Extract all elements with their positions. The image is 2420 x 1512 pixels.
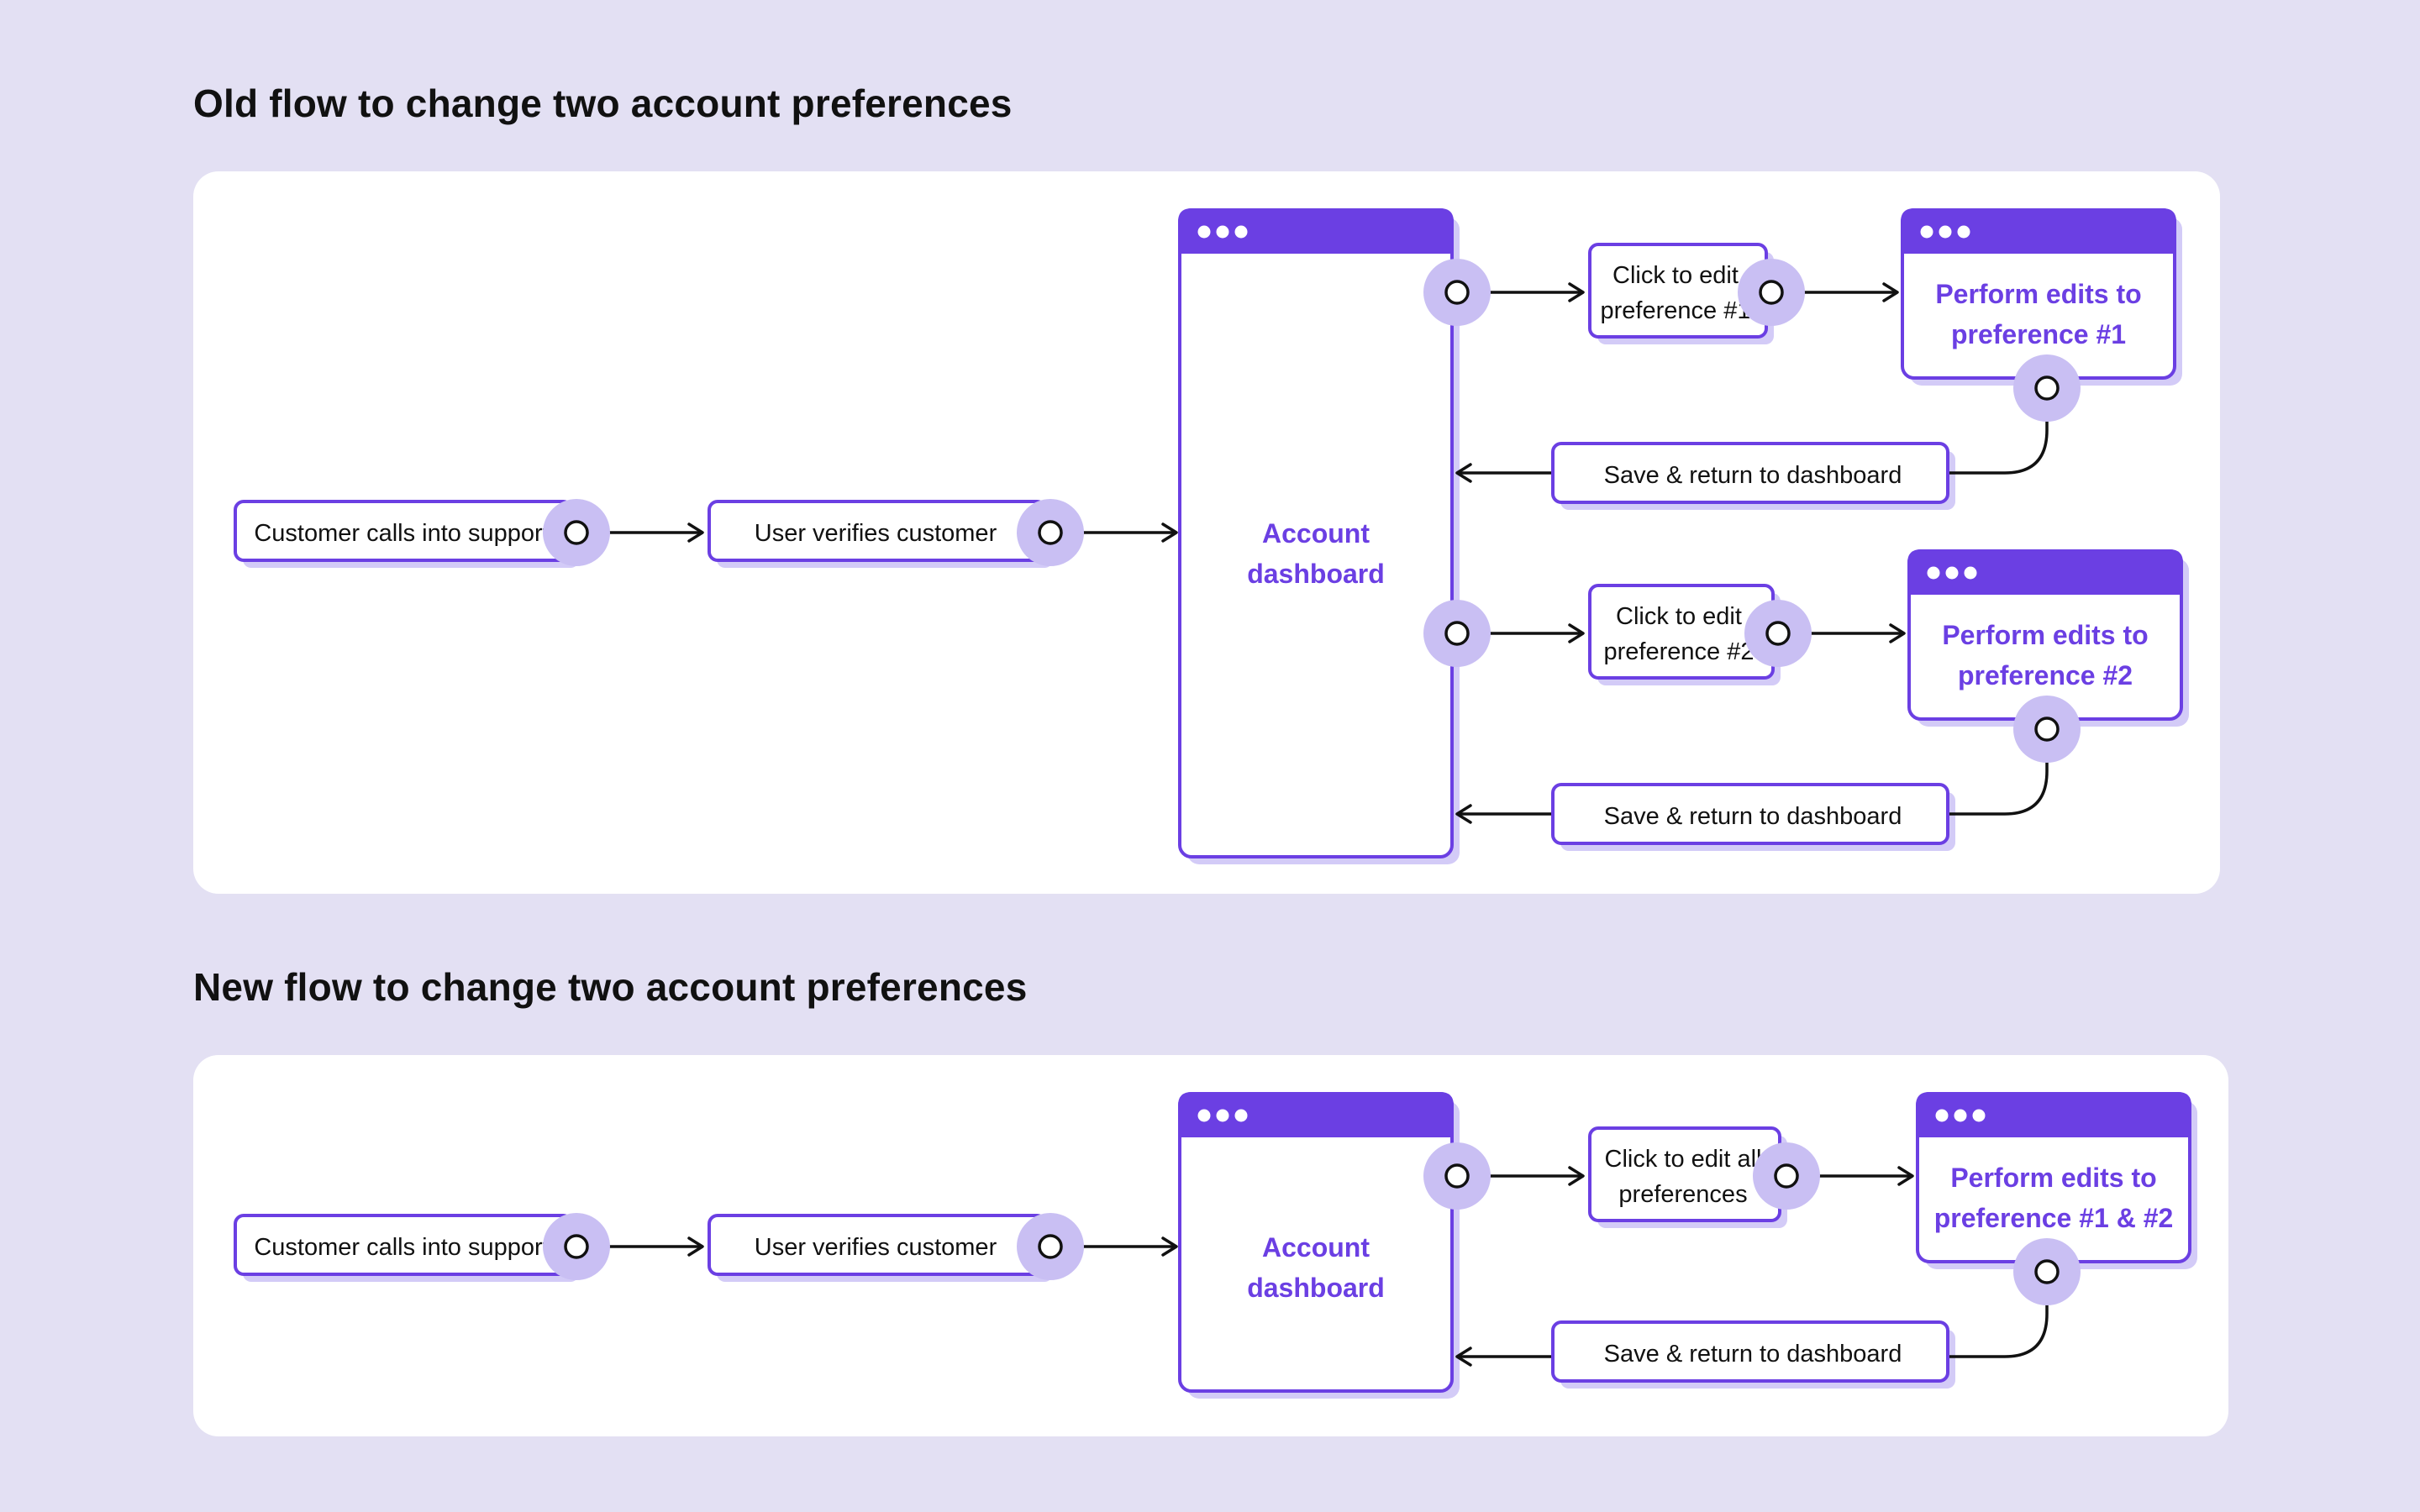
window-dot-icon: [1197, 1109, 1211, 1122]
new-port-dashboard: [1423, 1142, 1491, 1210]
old-port-perform1: [2013, 354, 2081, 422]
old-perform1-line1: Perform edits to: [1935, 279, 2141, 309]
old-save2-label: Save & return to dashboard: [1604, 803, 1902, 830]
new-account-dashboard-window: Account dashboard: [1178, 1092, 1460, 1399]
old-perform2-line1: Perform edits to: [1942, 620, 2148, 650]
new-flow-title: New flow to change two account preferenc…: [193, 965, 1028, 1009]
old-flow-title: Old flow to change two account preferenc…: [193, 81, 1013, 125]
old-curve-perform2-to-save2: [1949, 729, 2049, 816]
new-click-edit-all-preferences: Click to edit all preferences: [1588, 1126, 1787, 1228]
new-edit-line2: preferences: [1618, 1181, 1747, 1208]
old-account-dashboard-window: Account dashboard: [1178, 208, 1460, 864]
window-dot-icon: [1957, 225, 1970, 239]
old-port-edit2: [1744, 600, 1812, 667]
old-port-dashboard-1: [1423, 259, 1491, 326]
old-flow-diagram: Customer calls into support User verifie…: [234, 208, 2189, 864]
old-edit1-line1: Click to edit: [1612, 262, 1739, 289]
old-port-call: [543, 499, 610, 566]
old-perform2-line2: preference #2: [1958, 660, 2133, 690]
new-flow-diagram: Customer calls into support User verifie…: [234, 1092, 2197, 1399]
new-perform-line2: preference #1 & #2: [1934, 1203, 2174, 1233]
old-dashboard-label-line2: dashboard: [1247, 559, 1385, 589]
window-dot-icon: [1197, 225, 1211, 239]
window-dot-icon: [1939, 225, 1952, 239]
old-perform-edits-window-2: Perform edits to preference #2: [1907, 549, 2189, 727]
old-port-edit1: [1738, 259, 1805, 326]
old-edit2-line1: Click to edit: [1616, 603, 1742, 630]
new-flow-ports: [543, 1142, 2081, 1305]
old-click-edit-preference-2: Click to edit preference #2: [1588, 584, 1781, 685]
old-click-edit-preference-1: Click to edit preference #1: [1588, 243, 1774, 344]
old-perform1-line2: preference #1: [1951, 319, 2126, 349]
old-step-user-verifies: User verifies customer: [708, 500, 1053, 568]
new-save-return: Save & return to dashboard: [1551, 1320, 1955, 1389]
window-dot-icon: [1234, 225, 1248, 239]
new-step-user-verifies: User verifies customer: [708, 1214, 1053, 1282]
new-port-verify: [1017, 1213, 1084, 1280]
window-dot-icon: [1216, 1109, 1229, 1122]
window-dot-icon: [1935, 1109, 1949, 1122]
new-port-edit: [1753, 1142, 1820, 1210]
old-save-return-2: Save & return to dashboard: [1551, 783, 1955, 851]
window-dot-icon: [1216, 225, 1229, 239]
new-perform-line1: Perform edits to: [1950, 1163, 2156, 1193]
old-edit1-line2: preference #1: [1601, 297, 1751, 324]
window-dot-icon: [1927, 566, 1940, 580]
window-dot-icon: [1234, 1109, 1248, 1122]
new-step-customer-calls-label: Customer calls into support: [254, 1234, 549, 1261]
old-perform-edits-window-1: Perform edits to preference #1: [1901, 208, 2182, 386]
new-dashboard-label-line1: Account: [1262, 1232, 1370, 1263]
old-save-return-1: Save & return to dashboard: [1551, 442, 1955, 510]
new-step-user-verifies-label: User verifies customer: [755, 1234, 997, 1261]
old-save1-label: Save & return to dashboard: [1604, 462, 1902, 489]
old-dashboard-label-line1: Account: [1262, 518, 1370, 549]
new-port-perform: [2013, 1238, 2081, 1305]
new-save-label: Save & return to dashboard: [1604, 1341, 1902, 1368]
old-port-verify: [1017, 499, 1084, 566]
new-step-customer-calls: Customer calls into support: [234, 1214, 579, 1282]
old-curve-perform1-to-save1: [1949, 388, 2049, 475]
window-dot-icon: [1945, 566, 1959, 580]
new-dashboard-label-line2: dashboard: [1247, 1273, 1385, 1303]
new-edit-line1: Click to edit all: [1605, 1146, 1762, 1173]
old-port-dashboard-2: [1423, 600, 1491, 667]
window-dot-icon: [1972, 1109, 1986, 1122]
old-port-perform2: [2013, 696, 2081, 763]
new-curve-perform-to-save: [1949, 1272, 2049, 1358]
old-step-customer-calls: Customer calls into support: [234, 500, 579, 568]
old-flow-ports: [543, 259, 2081, 763]
old-step-customer-calls-label: Customer calls into support: [254, 520, 549, 547]
new-perform-edits-window: Perform edits to preference #1 & #2: [1916, 1092, 2197, 1269]
window-dot-icon: [1954, 1109, 1967, 1122]
old-edit2-line2: preference #2: [1604, 638, 1754, 665]
window-dot-icon: [1964, 566, 1977, 580]
old-step-user-verifies-label: User verifies customer: [755, 520, 997, 547]
window-dot-icon: [1920, 225, 1933, 239]
new-port-call: [543, 1213, 610, 1280]
